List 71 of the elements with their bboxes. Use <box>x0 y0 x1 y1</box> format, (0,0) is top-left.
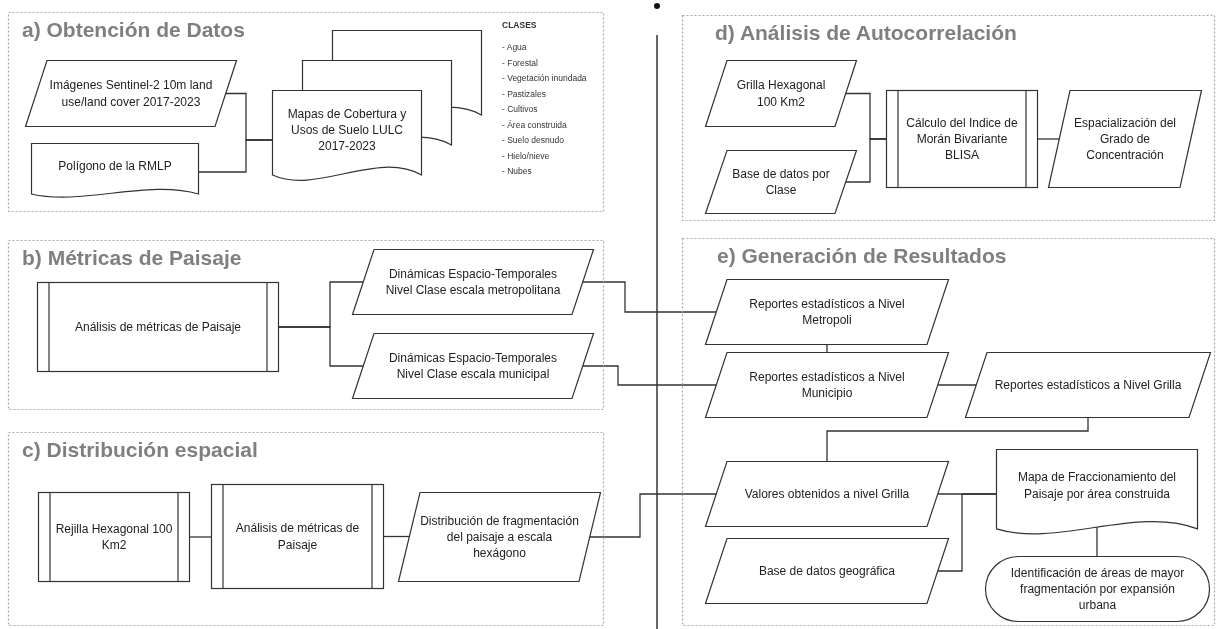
section-heading: c) Distribución espacial <box>22 438 258 462</box>
data-parallelogram <box>705 279 949 345</box>
data-parallelogram <box>705 538 949 604</box>
node-text: Mapas de Cobertura y Usos de Suelo LULC 2017-2023 <box>286 105 408 156</box>
predefined-process-box <box>38 492 190 582</box>
node-text: Análisis de métricas de Paisaje <box>73 318 243 336</box>
class-list-item: - Cultivos <box>502 104 538 114</box>
connector-line <box>582 281 717 313</box>
node-text: Valores obtenidos a nivel Grilla <box>743 485 911 503</box>
node-text: Identificación de áreas de mayor fragmentación por expansión urbana <box>1009 564 1186 615</box>
class-list-item: - Nubes <box>502 166 532 176</box>
node-text: Rejilla Hexagonal 100 Km2 <box>54 520 174 554</box>
class-list-item: - Forestal <box>502 57 538 68</box>
section-panel <box>8 432 604 626</box>
section-panel <box>8 240 604 410</box>
data-parallelogram <box>705 352 949 418</box>
class-list-item: - Agua <box>502 42 527 52</box>
node-text: Base de datos geográfica <box>757 562 897 580</box>
class-list-item: - Área construida <box>502 119 567 130</box>
section-panel <box>8 12 604 212</box>
node-text: Imágenes Sentinel-2 10m land use/land cover 2017-2023 <box>48 77 214 111</box>
connector-line <box>826 344 828 353</box>
node-text: Distribución de fragmentación del paisaje a escala hexágono <box>420 512 579 563</box>
node-text: Dinámicas Espacio-Temporales Nivel Clase escala municipal <box>387 349 559 383</box>
node-text: Reportes estadísticos a Nivel Municipio <box>748 368 906 402</box>
connector-line <box>278 326 364 367</box>
node-text: Grilla Hexagonal 100 Km2 <box>735 77 827 111</box>
connector-line <box>826 417 1089 462</box>
section-heading: a) Obtención de Datos <box>22 18 245 42</box>
data-parallelogram <box>705 60 857 127</box>
data-parallelogram <box>705 150 857 214</box>
terminator-shape <box>985 556 1210 622</box>
section-heading: b) Métricas de Paisaje <box>22 246 242 270</box>
data-parallelogram <box>352 249 594 315</box>
section-heading: d) Análisis de Autocorrelación <box>715 21 1017 45</box>
connector-line <box>937 493 997 572</box>
connector-line <box>845 138 887 183</box>
predefined-process-box <box>37 282 279 372</box>
data-parallelogram <box>965 352 1211 418</box>
connector-line <box>1037 138 1060 140</box>
class-list-item: - Suelo desnudo <box>502 135 564 145</box>
section-panel <box>682 238 1215 626</box>
data-parallelogram <box>25 60 237 127</box>
node-text: Análisis de métricas de Paisaje <box>234 520 361 554</box>
node-text: Polígono de la RMLP <box>57 158 173 176</box>
data-parallelogram <box>398 492 601 582</box>
data-parallelogram <box>1048 90 1202 188</box>
class-list-item: - Pastizales <box>502 88 546 99</box>
connector-line <box>937 384 977 386</box>
section-panel <box>682 15 1215 221</box>
node-text: Reportes estadísticos a Nivel Grilla <box>993 376 1183 394</box>
node-text: Dinámicas Espacio-Temporales Nivel Clase escala metropolitana <box>384 265 562 299</box>
node-text: Reportes estadísticos a Nivel Metropoli <box>748 295 906 329</box>
data-parallelogram <box>705 461 949 527</box>
legend-heading: CLASES <box>502 20 537 30</box>
data-parallelogram <box>352 333 594 399</box>
section-heading: e) Generación de Resultados <box>717 244 1007 268</box>
connector-line <box>582 365 717 386</box>
node-text: Espacialización del Grado de Concentración <box>1072 114 1178 165</box>
class-list-item: - Vegetación inundada <box>502 73 587 83</box>
node-text: Cálculo del Indice de Morán Bivariante BLISA <box>905 114 1019 165</box>
connector-line <box>1096 526 1098 557</box>
predefined-process-box <box>886 90 1038 188</box>
node-text: Mapa de Fraccionamiento del Paisaje por área construida <box>1016 469 1178 503</box>
node-text: Base de datos por Clase <box>731 165 831 199</box>
class-list-item: - Hielo/nieve <box>502 150 550 161</box>
connector-line <box>383 535 410 538</box>
connector-line <box>189 536 212 538</box>
connector-line <box>198 139 273 173</box>
connector-line <box>589 493 717 538</box>
predefined-process-box <box>211 484 384 589</box>
